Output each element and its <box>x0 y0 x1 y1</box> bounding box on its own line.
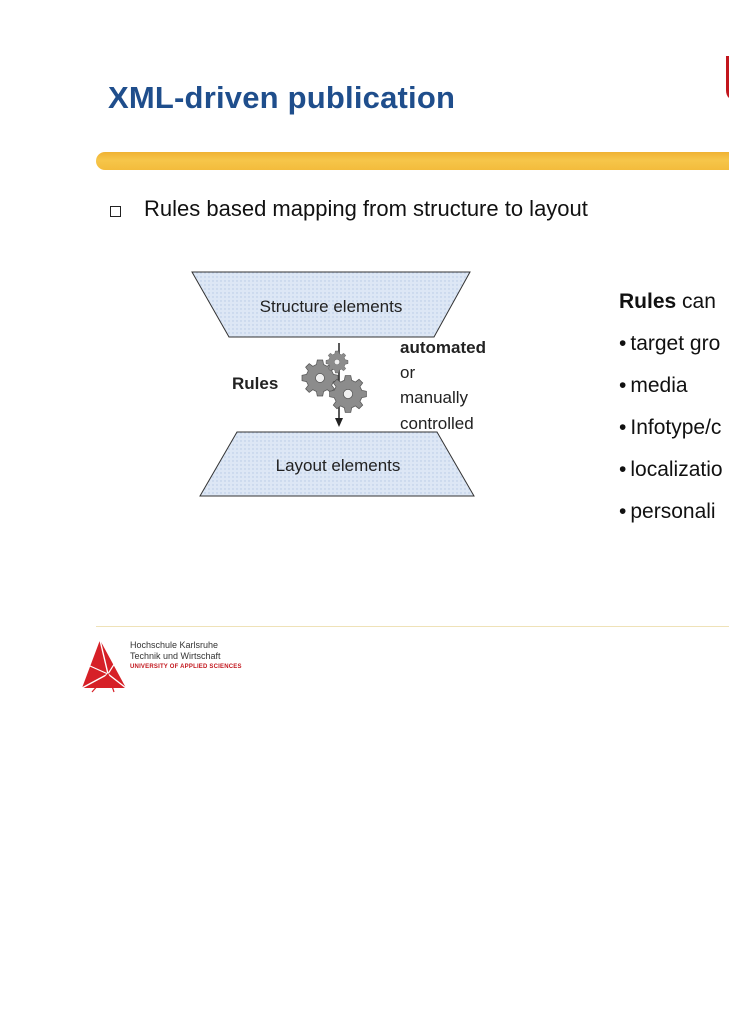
logo-text: Hochschule Karlsruhe Technik und Wirtsch… <box>130 640 242 673</box>
university-logo: Hochschule Karlsruhe Technik und Wirtsch… <box>78 636 241 694</box>
aside-item: •localizatio <box>619 458 723 481</box>
rules-label: Rules <box>232 374 278 393</box>
logo-line-3: UNIVERSITY OF APPLIED SCIENCES <box>130 664 242 670</box>
bullet-text: Rules based mapping from structure to la… <box>144 196 588 221</box>
aside-item-text: personali <box>630 500 716 523</box>
aside-item-text: target gro <box>630 332 721 355</box>
aside-heading: Rules can <box>619 290 716 314</box>
aside-item: •target gro <box>619 332 721 355</box>
aside-item: •Infotype/c <box>619 416 722 439</box>
slide-title: XML-driven publication <box>108 80 456 115</box>
structure-elements-label: Structure elements <box>260 297 403 316</box>
layout-elements-label: Layout elements <box>276 456 401 475</box>
logo-line-2: Technik und Wirtschaft <box>130 651 221 661</box>
layout-trapezoid <box>199 431 475 497</box>
brand-logo-fragment <box>726 56 729 98</box>
arrow-head <box>335 418 343 427</box>
square-bullet-icon <box>110 206 121 217</box>
aside-heading-bold: Rules <box>619 290 677 313</box>
aside-heading-rest: can <box>676 290 716 313</box>
title-underline-bar <box>96 152 729 170</box>
mode-or: or <box>400 363 415 382</box>
mode-controlled: controlled <box>400 414 474 433</box>
aside-item: •media <box>619 374 688 397</box>
logo-line-1: Hochschule Karlsruhe <box>130 640 219 650</box>
aside-item-text: localizatio <box>630 458 723 481</box>
triangle-logo-icon <box>81 639 127 693</box>
structure-trapezoid <box>191 271 471 338</box>
gears-icon <box>301 350 367 413</box>
mode-automated: automated <box>400 338 486 357</box>
footer-divider <box>96 626 729 627</box>
aside-item-text: Infotype/c <box>630 416 722 439</box>
mode-manually: manually <box>400 388 469 407</box>
aside-item-text: media <box>630 374 688 397</box>
aside-item: •personali <box>619 500 716 523</box>
